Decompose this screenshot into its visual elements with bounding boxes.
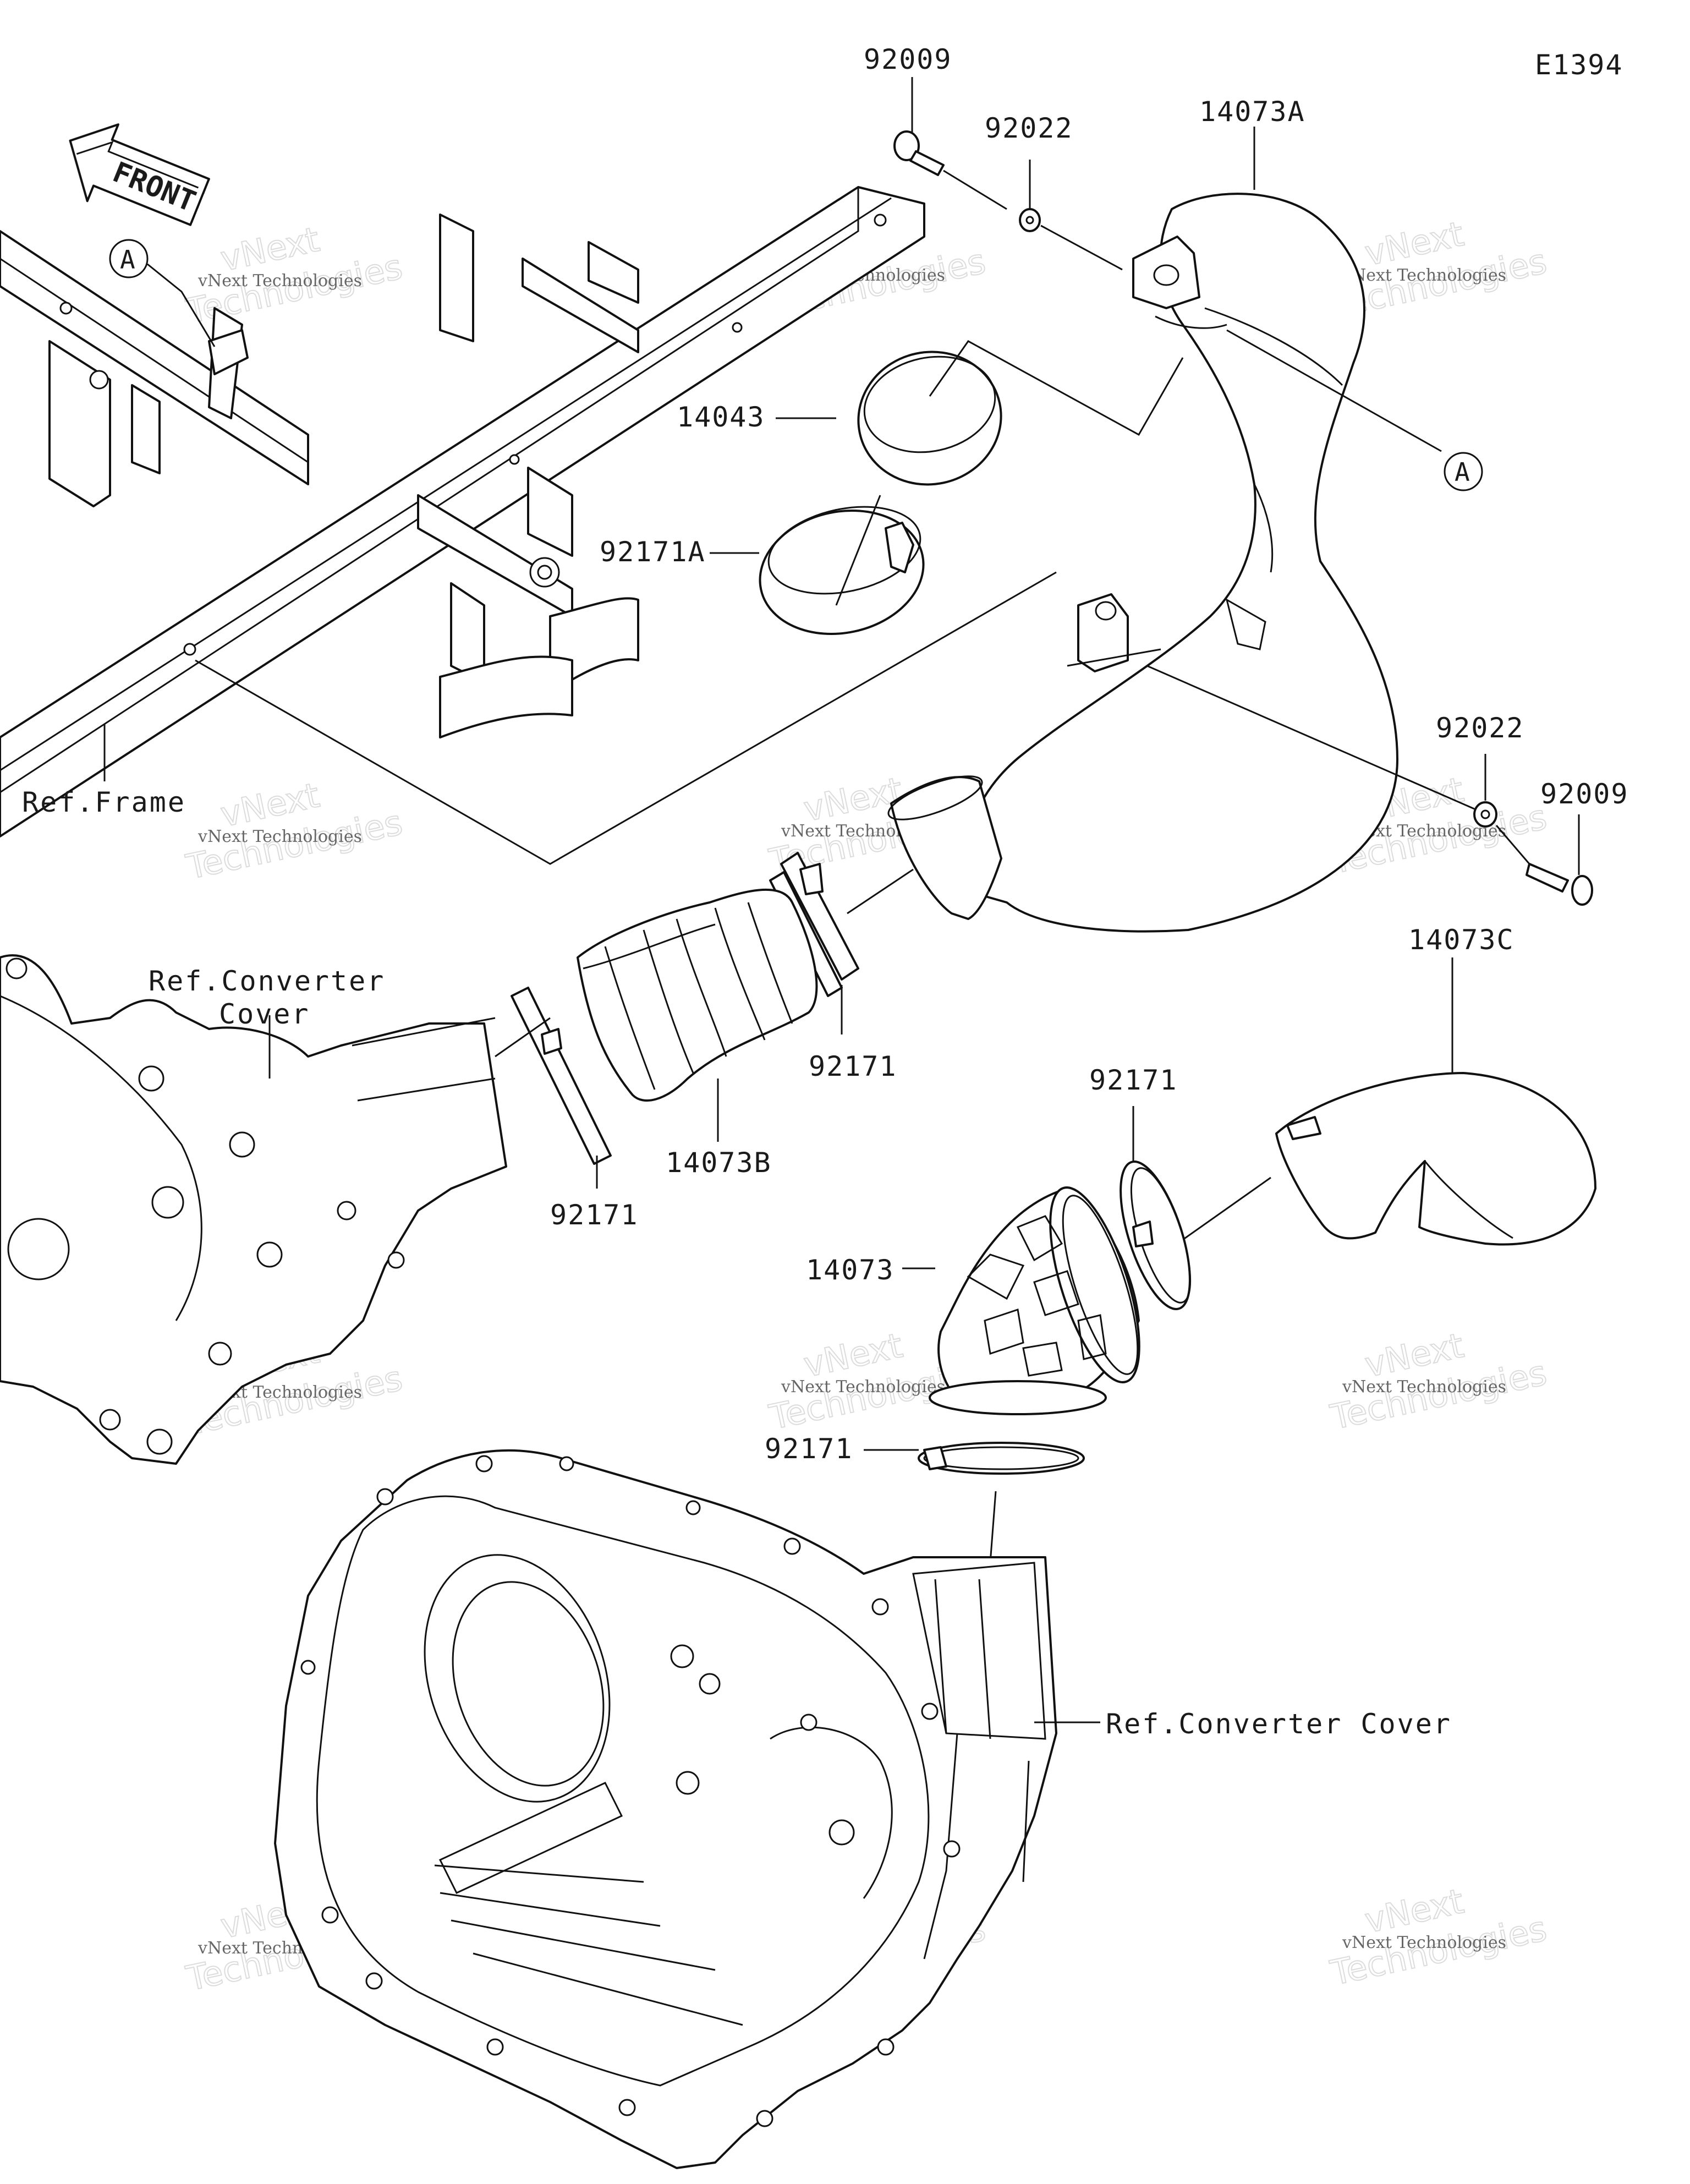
watermark-label: vNext Technologies xyxy=(1342,1377,1506,1397)
watermark-label: vNext Technologies xyxy=(781,1377,945,1397)
washer-92022-right: 92022 xyxy=(1146,665,1524,828)
seal-ring-14043: 14043 xyxy=(677,340,1184,486)
watermark-label: vNext Technologies xyxy=(1342,266,1506,285)
part-number-92171-bottom: 92171 xyxy=(765,1433,853,1465)
ref-converter-cover-line2: Cover xyxy=(219,998,310,1030)
part-number-14073: 14073 xyxy=(806,1254,895,1286)
washer-92022-top: 92022 xyxy=(985,112,1123,271)
bolt-92009-top: 92009 xyxy=(864,43,1007,210)
part-number-14043: 14043 xyxy=(677,401,765,433)
diagram-id: E1394 xyxy=(1535,49,1623,81)
ref-converter-cover-line1: Ref.Converter xyxy=(149,965,385,997)
svg-text:A: A xyxy=(120,245,135,275)
part-number-92171a: 92171A xyxy=(600,536,706,568)
assembly-plane-outline xyxy=(195,571,1057,865)
callout-a-left: A xyxy=(109,239,216,347)
bolt-92009-right: 92009 xyxy=(1495,778,1629,906)
clamp-92171-right: 92171 xyxy=(1089,1064,1192,1310)
frame-assembly: Ref.Frame xyxy=(0,186,925,838)
part-number-92171-lower: 92171 xyxy=(550,1199,639,1231)
callout-a-right: A xyxy=(1226,329,1483,491)
hose-clamp-92171a: 92171A xyxy=(600,495,925,636)
duct-cap-14073c: 14073C xyxy=(1177,924,1596,1246)
ref-frame-label: Ref.Frame xyxy=(22,786,186,818)
clamp-92171-bottom: 92171 xyxy=(765,1433,1085,1563)
part-number-92009-right: 92009 xyxy=(1540,778,1629,810)
watermark-label: vNext Technologies xyxy=(197,271,362,291)
converter-cover-main: Ref.Converter Cover xyxy=(274,1449,1452,2169)
elbow-duct-14073: 14073 xyxy=(806,1186,1140,1415)
intake-duct-14073a: 14073A xyxy=(887,96,1398,933)
front-arrow-icon: FRONT xyxy=(69,123,210,226)
part-number-92009-top: 92009 xyxy=(864,43,952,75)
part-number-14073a: 14073A xyxy=(1199,96,1305,128)
svg-text:A: A xyxy=(1455,457,1470,487)
part-number-92171-right: 92171 xyxy=(1089,1064,1178,1096)
part-number-14073c: 14073C xyxy=(1408,924,1515,956)
clamp-92171-lower: 92171 xyxy=(495,987,639,1231)
part-number-92022-top: 92022 xyxy=(985,112,1073,144)
rubber-boot-14073b: 14073B xyxy=(577,888,818,1179)
ref-converter-cover-lower: Ref.Converter Cover xyxy=(1106,1708,1452,1740)
part-number-14073b: 14073B xyxy=(666,1147,772,1179)
part-number-92171-upper: 92171 xyxy=(809,1050,897,1082)
watermark-label: vNext Technologies xyxy=(197,827,362,846)
watermark-label: vNext Technologies xyxy=(1342,1933,1506,1952)
converter-cover-left: Ref.Converter Cover xyxy=(0,954,507,1465)
part-number-92022-right: 92022 xyxy=(1436,712,1524,744)
